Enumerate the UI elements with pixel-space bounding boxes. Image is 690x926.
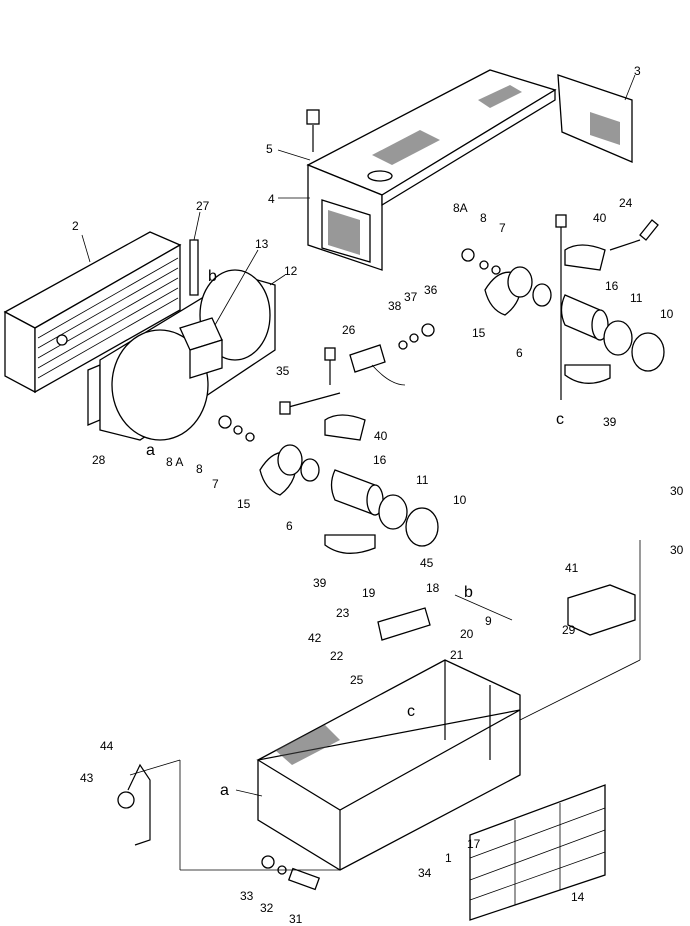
motor-band-39-left	[324, 534, 376, 554]
label-40a: 40	[374, 429, 388, 443]
main-frame	[256, 659, 521, 871]
label-27: 27	[196, 199, 210, 213]
label-40b: 40	[593, 211, 607, 225]
label-9: 9	[485, 614, 492, 628]
ref-b-bottom: b	[464, 584, 473, 601]
label-8Ab: 8 A	[166, 455, 183, 469]
fan-motor-left	[259, 444, 439, 547]
part-number-labels: 1 2 3 4 5 6 6 7 7 8 8 8A 8 A 9 10 10 11 …	[72, 64, 684, 926]
side-cover-panel	[557, 74, 633, 163]
label-42: 42	[308, 631, 322, 645]
fan-shroud	[99, 269, 276, 441]
label-35: 35	[276, 364, 290, 378]
label-5: 5	[266, 142, 273, 156]
label-4: 4	[268, 192, 275, 206]
label-8Aa: 8A	[453, 201, 468, 215]
label-30a: 30	[670, 484, 684, 498]
label-8b: 8	[480, 211, 487, 225]
motor-band-39-right	[564, 364, 611, 384]
label-17: 17	[467, 837, 481, 851]
connector-24	[609, 219, 659, 251]
label-33: 33	[240, 889, 254, 903]
relay-box-13	[179, 317, 223, 379]
label-6a: 6	[286, 519, 293, 533]
label-11b: 11	[630, 291, 643, 305]
label-24: 24	[619, 196, 633, 210]
bolt-center	[324, 347, 336, 385]
label-22: 22	[330, 649, 344, 663]
resistor-26	[349, 344, 406, 386]
label-8a: 8	[196, 462, 203, 476]
label-15b: 15	[472, 326, 486, 340]
label-6b: 6	[516, 346, 523, 360]
label-15a: 15	[237, 497, 251, 511]
ref-c-bottom: c	[407, 703, 415, 720]
label-21: 21	[450, 648, 464, 662]
label-16b: 16	[605, 279, 619, 293]
bracket-27	[189, 239, 199, 296]
label-43: 43	[80, 771, 94, 785]
washers-8-7-right	[461, 248, 501, 275]
label-32: 32	[260, 901, 274, 915]
top-cover-panel	[306, 69, 557, 271]
label-44: 44	[100, 739, 114, 753]
label-45: 45	[420, 556, 434, 570]
terminal-block	[377, 607, 431, 641]
label-28: 28	[92, 453, 106, 467]
ref-b-top: b	[208, 268, 217, 285]
label-11a: 11	[416, 473, 429, 487]
bracket-28	[87, 364, 101, 426]
callout-lines	[81, 74, 641, 871]
fan-motor-right	[484, 266, 665, 372]
label-20: 20	[460, 627, 474, 641]
bolt-assembly-31	[261, 855, 321, 891]
ref-c-top: c	[556, 411, 564, 428]
reference-letters: a a b b c c	[146, 268, 564, 799]
ref-a-bottom: a	[220, 782, 229, 799]
label-25: 25	[350, 673, 364, 687]
label-39a: 39	[313, 576, 327, 590]
condenser-core	[3, 231, 182, 394]
label-1: 1	[445, 851, 452, 865]
nuts-36-38	[398, 323, 435, 350]
label-23: 23	[336, 606, 350, 620]
label-10b: 10	[660, 307, 674, 321]
label-3: 3	[634, 64, 641, 78]
label-34: 34	[418, 866, 432, 880]
ref-a-top: a	[146, 442, 155, 459]
label-10a: 10	[453, 493, 467, 507]
grille-panel-14	[469, 784, 606, 921]
label-16a: 16	[373, 453, 387, 467]
label-37: 37	[404, 290, 418, 304]
washers-8-7-left	[218, 415, 255, 442]
label-38: 38	[388, 299, 402, 313]
label-12: 12	[284, 264, 298, 278]
label-26: 26	[342, 323, 356, 337]
label-19: 19	[362, 586, 376, 600]
motor-band-40-right	[564, 244, 606, 271]
pressure-switch-43	[117, 763, 151, 846]
label-14: 14	[571, 890, 585, 904]
label-41: 41	[565, 561, 579, 575]
motor-band-40-left	[324, 414, 366, 441]
label-2: 2	[72, 219, 79, 233]
label-13: 13	[255, 237, 269, 251]
label-30b: 30	[670, 543, 684, 557]
label-31: 31	[289, 912, 303, 926]
label-7a: 7	[212, 477, 219, 491]
bolt-right	[555, 214, 567, 400]
label-29: 29	[562, 623, 576, 637]
bracket-35	[279, 392, 341, 415]
label-36: 36	[424, 283, 438, 297]
label-7b: 7	[499, 221, 506, 235]
label-18: 18	[426, 581, 440, 595]
cover-41	[567, 584, 636, 636]
label-39b: 39	[603, 415, 617, 429]
